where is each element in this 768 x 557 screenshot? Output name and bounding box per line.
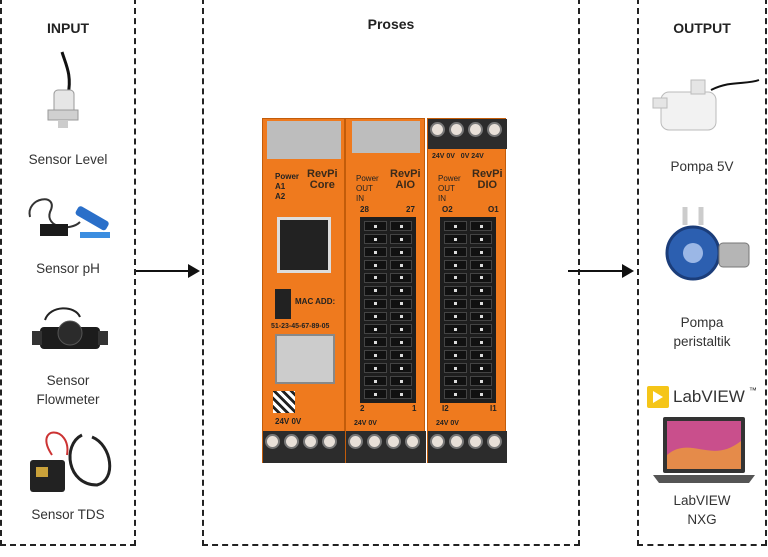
- dio-top-power: 24V 0V 0V 24V: [432, 153, 484, 160]
- float-level-sensor-icon: [47, 51, 79, 128]
- dio-pin-o2: O2: [442, 205, 453, 214]
- sensor-ph-label: Sensor pH: [36, 261, 100, 276]
- aio-pin-27: 27: [406, 205, 415, 214]
- dio-power-label: 24V 0V: [436, 420, 459, 427]
- ethernet-port: [277, 217, 331, 273]
- aio-power-label: 24V 0V: [354, 420, 377, 427]
- tds-sensor-icon: [30, 431, 112, 492]
- sensor-tds-label: Sensor TDS: [31, 507, 105, 522]
- pompa-peristaltik-label: Pompa peristaltik: [639, 313, 765, 351]
- flowmeter-icon: [32, 307, 108, 349]
- mini-water-pump-icon: [652, 79, 760, 131]
- dio-pin-i1: I1: [490, 404, 497, 413]
- dio-connector: [440, 217, 496, 403]
- output-title: OUTPUT: [673, 20, 731, 36]
- peristaltic-pump-icon: [665, 207, 750, 281]
- qr-code: [273, 391, 295, 413]
- aio-pin-28: 28: [360, 205, 369, 214]
- input-to-process-arrow: [136, 264, 200, 278]
- core-power-label: 24V 0V: [275, 417, 302, 426]
- micro-usb-port: [275, 289, 291, 319]
- laptop-icon: [653, 417, 755, 483]
- labview-logo-text: LabVIEW: [673, 387, 745, 406]
- process-to-output-arrow: [568, 264, 634, 278]
- process-title: Proses: [367, 16, 415, 32]
- aio-pin-1: 1: [412, 404, 417, 413]
- aio-connector: [360, 217, 416, 403]
- labview-nxg-line2: NXG: [687, 512, 717, 527]
- dio-pin-i2: I2: [442, 404, 449, 413]
- ph-probe-icon: [28, 198, 110, 238]
- input-section: INPUT Sensor Level Sensor pH Sensor Flow…: [0, 0, 136, 546]
- input-title: INPUT: [47, 20, 89, 36]
- dio-top-terminal: [428, 119, 507, 149]
- pompa-peristaltik-line2: peristaltik: [673, 334, 731, 349]
- output-section: OUTPUT Pompa 5V Pompa peristaltik LabVIE…: [637, 0, 767, 546]
- pompa-5v-label: Pompa 5V: [670, 159, 734, 174]
- mac-address: 51-23-45-67-89-05: [271, 323, 330, 330]
- aio-terminal: [346, 431, 426, 463]
- dio-terminal: [428, 431, 507, 463]
- aio-pin-2: 2: [360, 404, 365, 413]
- usb-ports: [275, 334, 335, 384]
- process-section: Proses: [202, 0, 580, 546]
- labview-nxg-line1: LabVIEW: [673, 493, 731, 508]
- mac-label: MAC ADD:: [295, 297, 336, 306]
- labview-logo-icon: [647, 386, 669, 408]
- pompa-peristaltik-line1: Pompa: [680, 315, 724, 330]
- labview-tm: ™: [748, 386, 757, 395]
- core-terminal: [263, 431, 346, 463]
- sensor-flowmeter-label: Sensor Flowmeter: [2, 371, 134, 409]
- labview-nxg-label: LabVIEW NXG: [639, 491, 765, 529]
- sensor-flowmeter-line1: Sensor: [46, 373, 90, 388]
- sensor-flowmeter-line2: Flowmeter: [36, 392, 100, 407]
- dio-pin-o1: O1: [488, 205, 499, 214]
- sensor-level-label: Sensor Level: [28, 152, 108, 167]
